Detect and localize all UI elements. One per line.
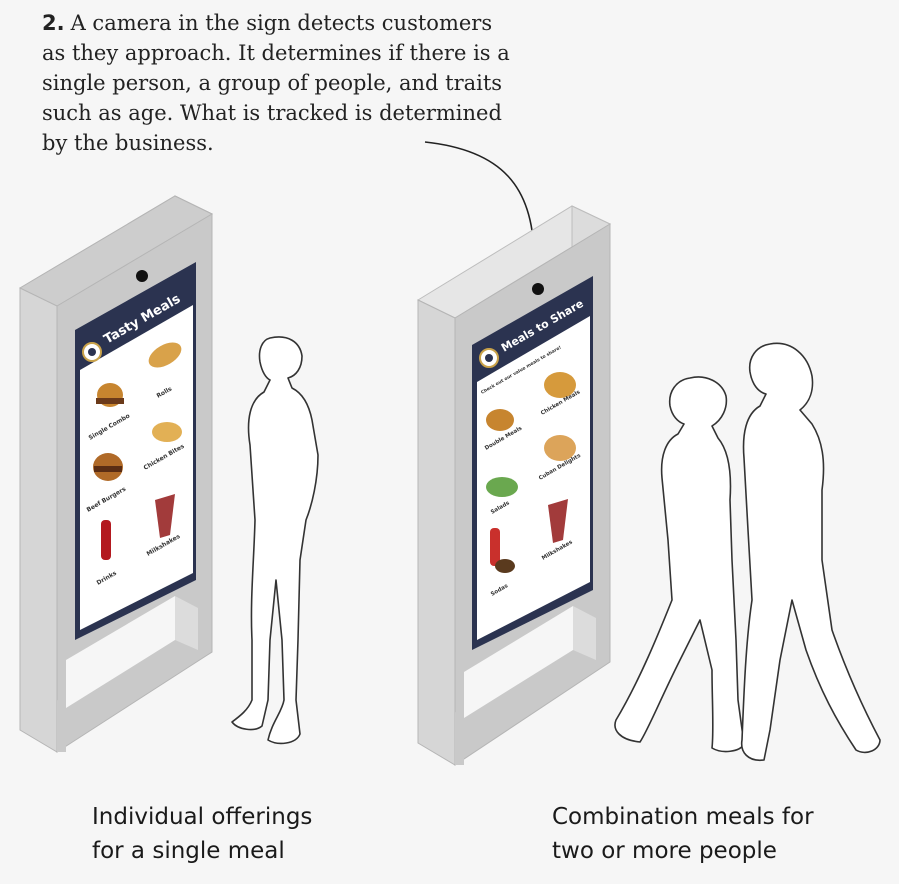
cuban-delight-icon (544, 435, 576, 461)
annotation-caption: 2.A camera in the sign detects customers… (42, 8, 562, 158)
chicken-bites-icon (152, 422, 182, 442)
annotation-line-1: A camera in the sign detects customers (70, 11, 493, 35)
annotation-line-2: as they approach. It determines if there… (42, 41, 510, 65)
drink-bottle-icon (101, 520, 111, 560)
coffee-icon (495, 559, 515, 573)
right-camera-icon (532, 283, 544, 295)
step-number: 2. (42, 11, 65, 35)
group-person-man-outline (740, 342, 881, 762)
single-person-outline (231, 336, 319, 745)
right-food-grid (486, 372, 576, 573)
group-person-woman-outline (614, 376, 745, 753)
left-caption-line-1: Individual offerings (92, 804, 313, 830)
left-sign: Tasty Meals Single Combo Rolls Beef Burg… (18, 195, 214, 753)
left-caption-line-2: for a single meal (92, 838, 285, 864)
annotation-line-4: such as age. What is tracked is determin… (42, 101, 502, 125)
left-camera-icon (136, 270, 148, 282)
left-caption: Individual offerings for a single meal (92, 800, 392, 868)
right-caption: Combination meals for two or more people (552, 800, 872, 868)
right-screen-footer-icon (481, 622, 487, 628)
annotation-line-5: by the business. (42, 131, 214, 155)
right-caption-line-2: two or more people (552, 838, 777, 864)
milkshake-icon (155, 494, 175, 538)
annotation-line-3: single person, a group of people, and tr… (42, 71, 503, 95)
double-burger-icon (486, 409, 514, 431)
right-caption-line-1: Combination meals for (552, 804, 814, 830)
soda-icon (490, 528, 500, 566)
salad-icon (486, 477, 518, 497)
right-milkshake-icon (548, 499, 568, 543)
left-screen-footer-icon (84, 612, 90, 618)
chicken-meal-icon (544, 372, 576, 398)
right-sign: Meals to Share Check out our value meals… (416, 205, 612, 766)
roll-icon (148, 342, 182, 368)
left-food-grid (93, 342, 182, 560)
